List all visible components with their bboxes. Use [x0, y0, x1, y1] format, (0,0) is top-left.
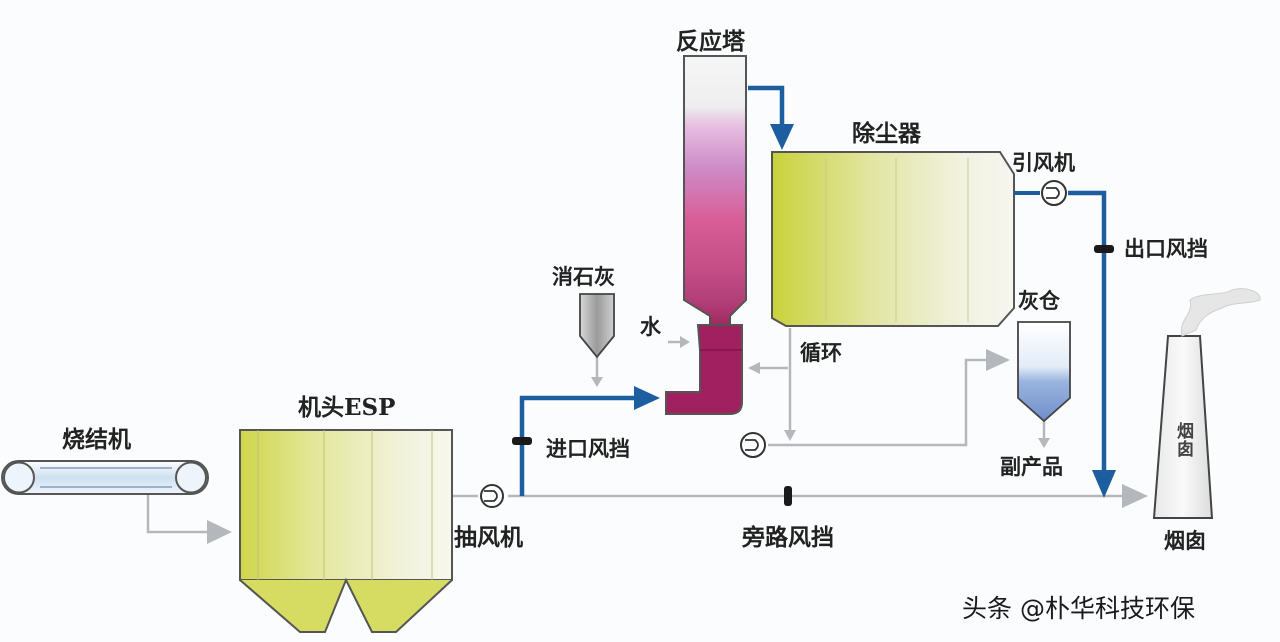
byproduct-label: 副产品 [1000, 454, 1063, 479]
ash-conveying-line [768, 358, 986, 447]
bypass-damper-label: 旁路风挡 [742, 524, 834, 551]
watermark: 头条 @朴华科技环保 [962, 594, 1195, 623]
outlet-damper-label: 出口风挡 [1124, 236, 1208, 261]
recirculation-fan [740, 432, 766, 458]
bypass-damper-symbol [784, 486, 792, 506]
flue-gas-lines [519, 85, 1107, 496]
water-label: 水 [640, 314, 661, 339]
hydrated-lime-label: 消石灰 [552, 264, 615, 289]
fan-1-label: 抽风机 [454, 524, 523, 551]
sinter-machine [1, 460, 209, 495]
chimney-body-mark: 烟囱 [1173, 422, 1193, 458]
inlet-damper-symbol [512, 437, 532, 445]
stack-line [1068, 190, 1107, 472]
tower-to-dustcollector-line [748, 85, 785, 126]
reaction-tower [665, 55, 747, 415]
head-esp [239, 429, 453, 633]
ash-silo-label: 灰仓 [1018, 288, 1060, 313]
sinter-to-esp-duct [146, 478, 207, 534]
dust-collector [771, 151, 1040, 327]
dust-collector-label: 除尘器 [852, 120, 921, 147]
chimney-label: 烟囱 [1164, 528, 1206, 553]
recirculation-label: 循环 [800, 340, 842, 365]
reaction-tower-label: 反应塔 [676, 28, 745, 55]
head-esp-label: 机头ESP [298, 394, 396, 421]
blue-arrowheads [634, 124, 1116, 498]
outlet-damper-symbol [1094, 245, 1114, 253]
lime-hopper [579, 293, 615, 359]
chimney [1152, 288, 1261, 519]
sinter-machine-label: 烧结机 [62, 426, 131, 453]
inlet-damper-label: 进口风挡 [546, 436, 630, 461]
tower-inlet-line [519, 395, 636, 496]
induced-fan-1 [480, 484, 504, 508]
fan-2-label: 引风机 [1012, 150, 1075, 175]
gray-pipes [146, 328, 1122, 534]
gray-arrowheads [207, 336, 1148, 544]
ash-silo [1017, 321, 1071, 423]
induced-fan-2 [1041, 180, 1067, 206]
